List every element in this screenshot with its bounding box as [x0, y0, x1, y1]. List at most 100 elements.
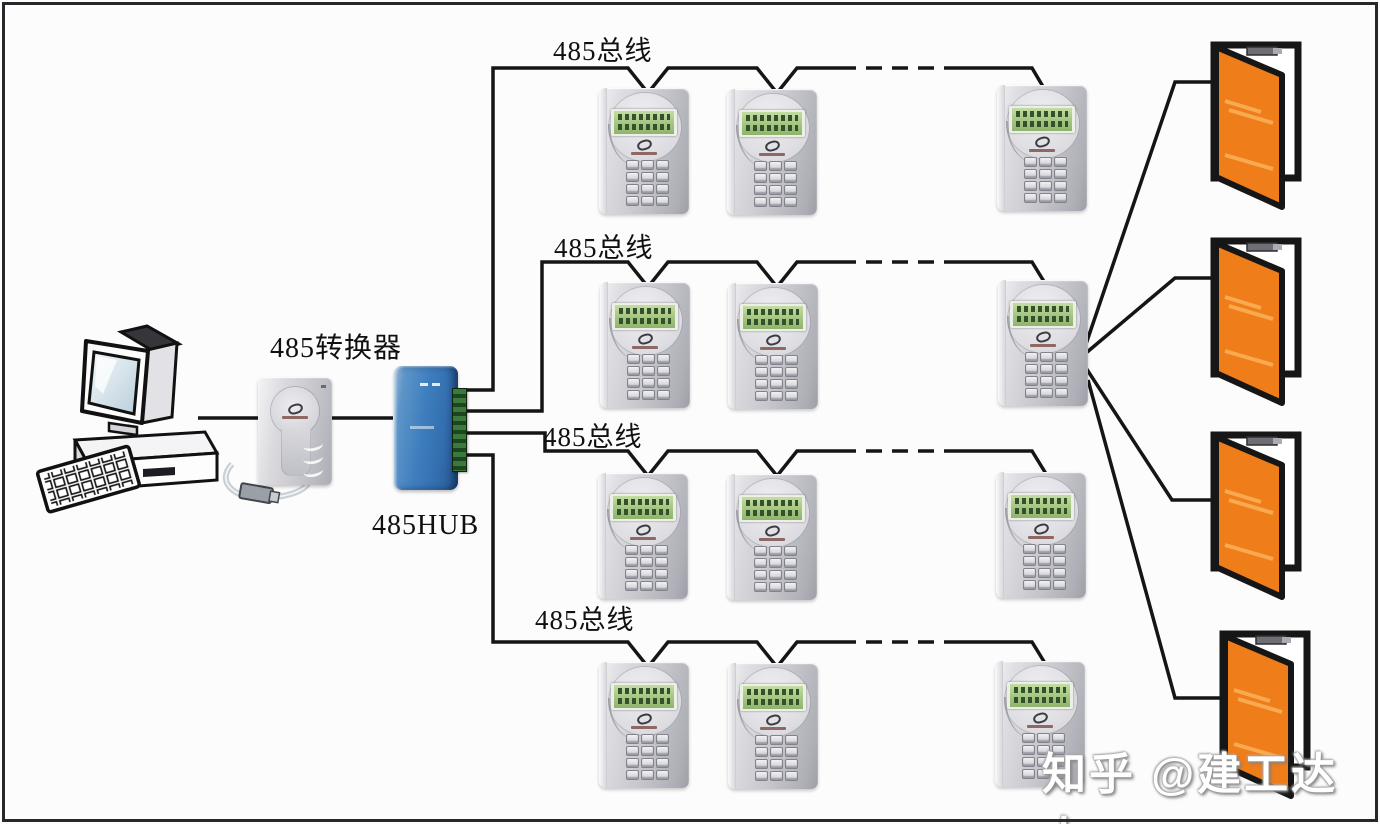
door-closer: [1255, 635, 1287, 645]
lcd-text-row: [618, 124, 670, 130]
door-leaf: [1213, 44, 1285, 210]
device-lcd-display: [611, 683, 677, 710]
keypad-key: [1039, 181, 1052, 191]
keypad-key: [754, 197, 767, 207]
keypad-key: [784, 570, 797, 580]
keypad-key: [1055, 352, 1068, 362]
device-lcd-display: [1007, 682, 1073, 709]
keypad-key: [641, 746, 654, 756]
hub-label: 485HUB: [372, 510, 480, 541]
keypad-key: [1054, 193, 1067, 203]
device-side-edge: [996, 472, 1004, 598]
keypad-key: [1055, 388, 1068, 398]
device-side-edge: [599, 662, 607, 788]
keypad-key: [754, 570, 767, 580]
bus-4-end: [957, 640, 1050, 669]
door-leaf: [1213, 434, 1285, 600]
keypad-key: [657, 366, 670, 376]
keypad-key: [770, 759, 783, 769]
keypad-key: [656, 770, 669, 780]
keypad-key: [641, 196, 654, 206]
converter-emboss-tail: [281, 429, 311, 476]
door-closer-arm: [1273, 48, 1282, 54]
keypad-key: [625, 569, 638, 579]
keyboard: [35, 444, 141, 514]
keypad-key: [769, 197, 782, 207]
keypad-key: [770, 391, 783, 401]
lcd-text-row: [1017, 316, 1069, 322]
lcd-text-row: [619, 308, 671, 314]
device-keypad: [1023, 544, 1066, 590]
keypad-key: [755, 367, 768, 377]
keypad-key: [784, 197, 797, 207]
lcd-text-row: [746, 115, 798, 121]
keypad-key: [1038, 580, 1051, 590]
access-controller: [728, 663, 818, 789]
keypad-key: [626, 160, 639, 170]
keypad-key: [656, 734, 669, 744]
hub-marking: [432, 383, 440, 386]
door-closer: [1246, 46, 1278, 56]
keypad-key: [1022, 745, 1035, 755]
bus-1-main: [462, 66, 840, 392]
device-lcd-display: [740, 304, 806, 331]
device-lcd-display: [739, 110, 805, 137]
keypad-key: [1040, 364, 1053, 374]
device-side-edge: [995, 661, 1003, 787]
keypad-key: [625, 557, 638, 567]
access-controller: [998, 280, 1088, 406]
access-controller: [598, 473, 688, 599]
door-stripe: [1228, 498, 1274, 515]
keypad-key: [769, 558, 782, 568]
door-stripe: [1224, 543, 1274, 561]
keypad-key: [1053, 568, 1066, 578]
lcd-text-row: [617, 499, 669, 505]
converter-emboss-circle: [271, 387, 319, 435]
device-lcd-display: [610, 494, 676, 521]
device-brand-logo: [600, 331, 690, 349]
lcd-text-row: [746, 500, 798, 506]
device-keypad: [626, 734, 669, 780]
keypad-key: [755, 391, 768, 401]
keypad-key: [1037, 733, 1050, 743]
keypad-key: [755, 735, 768, 745]
keypad-key: [1052, 769, 1065, 779]
device-brand-logo: [996, 521, 1086, 539]
lcd-text-row: [618, 698, 670, 704]
door-leaf: [1213, 240, 1285, 406]
lcd-text-row: [1015, 508, 1067, 514]
door-stripe: [1224, 153, 1274, 171]
device-lcd-display: [612, 303, 678, 330]
device-keypad: [626, 160, 669, 206]
lcd-text-row: [619, 318, 671, 324]
keypad-key: [640, 569, 653, 579]
bus-label-4: 485总线: [535, 605, 635, 635]
keypad-key: [769, 173, 782, 183]
keypad-key: [1055, 364, 1068, 374]
door-stripe: [1224, 349, 1274, 367]
hub-marking: [410, 426, 434, 429]
lcd-text-row: [1015, 498, 1067, 504]
rs485-hub: [394, 366, 458, 490]
device-keypad: [754, 546, 797, 592]
keypad-key: [770, 367, 783, 377]
keypad-key: [1052, 733, 1065, 743]
device-keypad: [627, 354, 670, 400]
keypad-key: [785, 735, 798, 745]
keypad-key: [655, 545, 668, 555]
keypad-key: [784, 173, 797, 183]
door-stripe: [1233, 688, 1271, 703]
device-keypad: [1022, 733, 1065, 779]
door-stripe: [1224, 99, 1262, 114]
keypad-key: [1025, 376, 1038, 386]
keypad-key: [1039, 157, 1052, 167]
keypad-key: [784, 582, 797, 592]
bus-label-2: 485总线: [554, 233, 654, 263]
device-keypad: [754, 161, 797, 207]
access-controller: [599, 88, 689, 214]
device-brand-logo: [998, 329, 1088, 347]
keypad-key: [1040, 388, 1053, 398]
lcd-text-row: [746, 125, 798, 131]
device-lcd-display: [1009, 106, 1075, 133]
lcd-text-row: [1014, 697, 1066, 703]
